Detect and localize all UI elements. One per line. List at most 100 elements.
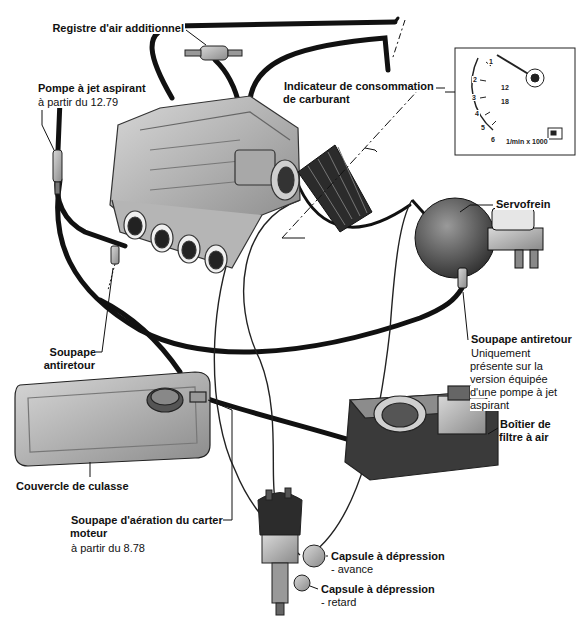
leader-line xyxy=(186,30,206,45)
leader-line xyxy=(488,428,498,434)
scale-number: 18 xyxy=(500,98,514,106)
part-label: Capsule à dépression xyxy=(330,550,490,563)
note-label: - retard xyxy=(320,596,420,609)
cylinder-head-cover xyxy=(28,387,197,452)
reference-line xyxy=(282,88,445,238)
intake-manifold xyxy=(140,112,290,140)
vacuum-hose xyxy=(100,300,180,372)
air-filter-box xyxy=(382,403,418,427)
leader-line xyxy=(463,292,468,340)
intake-manifold xyxy=(151,224,173,252)
ignition-distributor xyxy=(285,488,291,498)
part-label: Pompe à jet aspirant xyxy=(37,82,177,95)
brake-booster xyxy=(415,198,495,278)
rubber-bellows xyxy=(308,147,367,225)
thin-vacuum-line xyxy=(310,200,412,555)
part-label: Couvercle de culasse xyxy=(15,480,175,493)
brake-booster xyxy=(515,250,523,268)
intake-manifold xyxy=(128,217,142,235)
leader-line xyxy=(42,30,498,589)
auxiliary-air-valve xyxy=(185,50,201,56)
ignition-distributor xyxy=(272,563,288,603)
leader-line xyxy=(326,556,328,557)
intake-manifold xyxy=(110,96,300,273)
brake-booster xyxy=(412,198,543,288)
cylinder-head-cover xyxy=(15,372,210,466)
scale-number: 2 xyxy=(472,76,484,84)
fuel-consumption-gauge xyxy=(548,128,562,139)
part-label: Boîtier de filtre à air xyxy=(499,418,577,444)
part-label: Indicateur de consommation de carburant xyxy=(283,80,443,106)
scale-number: 5 xyxy=(480,124,492,132)
intake-manifold xyxy=(205,245,227,273)
vacuum-hose xyxy=(205,398,350,440)
cylinder-head-cover xyxy=(151,389,179,405)
auxiliary-air-valve xyxy=(185,46,242,60)
auxiliary-air-valve xyxy=(200,46,228,60)
reference-line xyxy=(392,20,405,60)
ignition-distributor xyxy=(266,490,272,500)
intake-manifold xyxy=(112,200,262,268)
brake-booster xyxy=(488,228,543,250)
leader-line xyxy=(460,205,493,212)
leader-line xyxy=(310,586,318,589)
leader-line xyxy=(96,268,113,352)
jet-pump xyxy=(53,150,62,194)
scale-number: 4 xyxy=(474,110,486,118)
intake-manifold xyxy=(209,251,223,269)
leader-line xyxy=(208,400,232,520)
ignition-distributor xyxy=(276,603,284,615)
intake-manifold xyxy=(182,241,196,259)
reference-line xyxy=(282,20,445,238)
fuel-consumption-gauge xyxy=(455,48,575,155)
part-label: Soupape d'aération du carter moteur xyxy=(70,514,225,540)
fuel-consumption-gauge xyxy=(531,74,539,82)
scale-number: 12 xyxy=(500,84,514,92)
fuel-consumption-gauge xyxy=(551,131,556,135)
note-label: à partir du 8.78 xyxy=(70,542,225,555)
cylinder-head-cover xyxy=(15,372,210,466)
ignition-distributor xyxy=(258,488,325,615)
thin-vacuum-line xyxy=(214,200,412,555)
brake-booster xyxy=(458,268,467,288)
leader-line xyxy=(90,462,91,477)
fuel-consumption-gauge xyxy=(455,48,575,155)
auxiliary-air-valve xyxy=(228,50,242,56)
brake-booster xyxy=(530,250,538,268)
part-label: Servofrein xyxy=(495,198,575,211)
fuel-consumption-gauge xyxy=(480,62,496,125)
fuel-consumption-gauge xyxy=(472,58,493,130)
part-label: Registre d'air additionnel xyxy=(40,22,185,35)
note-label: Uniquement présente sur la version équip… xyxy=(470,347,576,412)
reference-line xyxy=(282,238,305,239)
vacuum-hose xyxy=(395,18,398,22)
scale-number: 6 xyxy=(490,136,502,144)
check-valve xyxy=(108,246,119,290)
part-label: Capsule à dépression xyxy=(320,583,480,596)
note-label: à partir du 12.79 xyxy=(37,96,177,109)
reference-line xyxy=(365,148,377,152)
scale-unit: 1/min x 1000 xyxy=(505,138,555,146)
fuel-consumption-gauge xyxy=(526,69,544,87)
vacuum-hose xyxy=(290,18,410,227)
rubber-bellows xyxy=(298,145,372,232)
note-label: - avance xyxy=(330,563,430,576)
ignition-distributor xyxy=(258,493,302,536)
ignition-distributor xyxy=(294,575,310,591)
ignition-distributor xyxy=(262,535,298,563)
intake-manifold xyxy=(278,167,294,193)
intake-manifold xyxy=(124,211,146,239)
intake-manifold xyxy=(178,235,200,263)
check-valve xyxy=(111,246,119,264)
leader-line xyxy=(42,110,54,150)
scale-number: 1 xyxy=(488,58,500,66)
jet-pump xyxy=(53,150,62,182)
intake-manifold xyxy=(155,230,169,248)
scale-number: 3 xyxy=(471,94,483,102)
cylinder-head-cover xyxy=(190,392,206,402)
brake-booster xyxy=(492,208,534,230)
jet-pump xyxy=(55,182,60,194)
cylinder-head-cover xyxy=(147,388,183,412)
part-label: Soupape antiretour xyxy=(18,346,96,372)
